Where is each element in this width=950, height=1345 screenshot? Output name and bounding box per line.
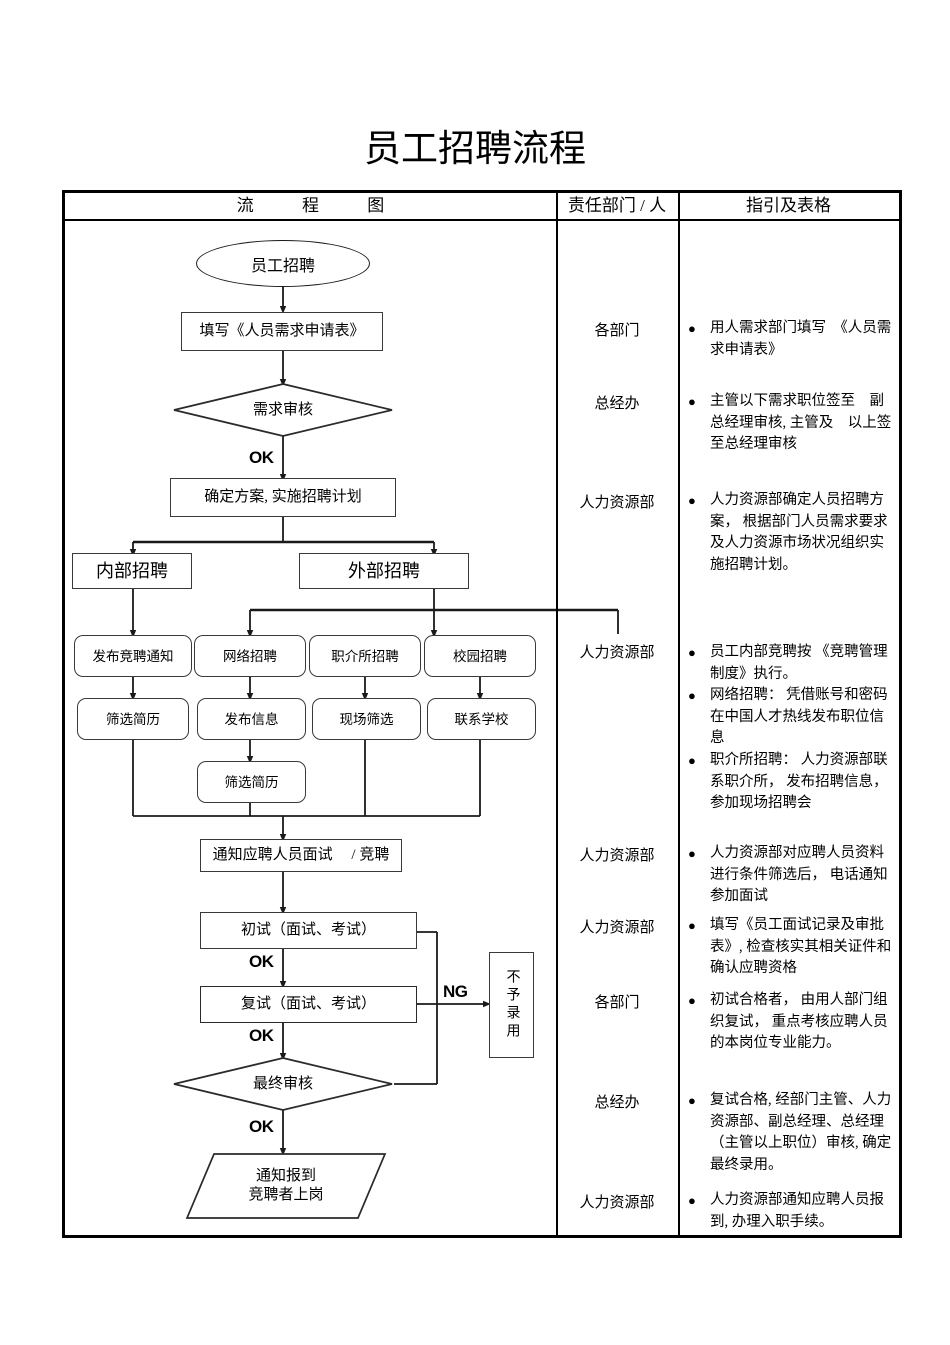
guide-text: 人力资源部对应聘人员资料进行条件筛选后， 电话通知参加面试 — [710, 845, 888, 904]
dept-label-5: 人力资源部 — [579, 848, 655, 864]
flow-node-onsite-screening[interactable]: 现场筛选 — [312, 698, 421, 740]
column-divider-1 — [556, 193, 558, 1235]
flow-node-online-recruit[interactable]: 网络招聘 — [194, 635, 306, 677]
flow-node-confirm-plan[interactable]: 确定方案, 实施招聘计划 — [170, 478, 396, 517]
flow-node-label: 发布竞聘通知 — [92, 648, 174, 664]
flow-node-label: 员工招聘 — [250, 257, 315, 275]
guide-text: 网络招聘： 凭借账号和密码在中国人才热线发布职位信息 — [710, 687, 888, 746]
bullet-icon: ● — [688, 688, 696, 703]
guide-text: 员工内部竞聘按 《竞聘管理制度》执行。 — [710, 644, 888, 682]
flow-node-start[interactable]: 员工招聘 — [196, 240, 370, 287]
column-header-guide: 指引及表格 — [746, 196, 831, 215]
dept-label-9: 人力资源部 — [579, 1195, 655, 1211]
flow-node-invite-interview[interactable]: 通知应聘人员面试 / 竞聘 — [200, 839, 402, 872]
bullet-icon: ● — [688, 645, 696, 660]
guide-item-10: ● 复试合格, 经部门主管、人力资源部、副总经理、总经理（主管以上职位）审核, … — [688, 1090, 898, 1176]
flow-node-label: 职介所招聘 — [331, 648, 399, 664]
flow-decision-demand-review[interactable] — [172, 383, 394, 437]
guide-text: 复试合格, 经部门主管、人力资源部、副总经理、总经理（主管以上职位）审核, 确定… — [710, 1092, 892, 1173]
guide-item-11: ● 人力资源部通知应聘人员报到, 办理入职手续。 — [688, 1190, 898, 1233]
flow-node-label: 填写《人员需求申请表》 — [199, 323, 365, 339]
dept-label-1: 各部门 — [594, 323, 640, 339]
flow-node-label: 通知应聘人员面试 / 竞聘 — [212, 847, 390, 863]
flow-node-internal-recruit[interactable]: 内部招聘 — [72, 553, 192, 589]
edge-label-ok-4: OK — [249, 1117, 274, 1136]
guide-item-8: ● 填写《员工面试记录及审批表》, 检查核实其相关证件和确认应聘资格 — [688, 915, 898, 980]
bullet-icon: ● — [688, 321, 696, 336]
guide-text: 用人需求部门填写 《人员需求申请表》 — [710, 320, 892, 358]
dept-label-8: 总经办 — [594, 1095, 640, 1111]
flow-node-label: 确定方案, 实施招聘计划 — [204, 489, 362, 505]
flow-node-screen-resume-online[interactable]: 筛选简历 — [197, 761, 306, 803]
flow-node-label: 联系学校 — [454, 711, 509, 727]
flow-node-second-interview[interactable]: 复试（面试、考试） — [200, 986, 417, 1023]
edge-label-ng: NG — [443, 982, 468, 1001]
bullet-icon: ● — [688, 918, 696, 933]
guide-item-6: ● 职介所招聘： 人力资源部联系职介所， 发布招聘信息， 参加现场招聘会 — [688, 750, 898, 815]
bullet-icon: ● — [688, 493, 696, 508]
guide-text: 职介所招聘： 人力资源部联系职介所， 发布招聘信息， 参加现场招聘会 — [710, 752, 888, 811]
flow-node-label: 发布信息 — [224, 711, 279, 727]
bullet-icon: ● — [688, 394, 696, 409]
flow-node-label: 外部招聘 — [348, 560, 420, 581]
guide-item-1: ● 用人需求部门填写 《人员需求申请表》 — [688, 318, 898, 361]
flow-node-report-duty[interactable] — [185, 1153, 387, 1219]
dept-label-3: 人力资源部 — [579, 495, 655, 511]
flow-node-label: 不予录用 — [504, 969, 520, 1041]
edge-label-ok-2: OK — [249, 952, 274, 971]
guide-item-4: ● 员工内部竞聘按 《竞聘管理制度》执行。 — [688, 642, 898, 685]
flow-node-label: 筛选简历 — [106, 711, 160, 727]
flow-node-publish-info[interactable]: 发布信息 — [197, 698, 306, 740]
guide-text: 人力资源部确定人员招聘方案， 根据部门人员需求要求及人力资源市场状况组织实施招聘… — [710, 492, 888, 573]
table-header-row: 流 程 图 责任部门 / 人 指引及表格 — [65, 193, 899, 221]
edge-label-ok-3: OK — [249, 1026, 274, 1045]
flow-node-campus-recruit[interactable]: 校园招聘 — [424, 635, 536, 677]
guide-text: 主管以下需求职位签至 副总经理审核, 主管及 以上签至总经理审核 — [710, 393, 892, 452]
column-header-flow: 流 程 图 — [236, 196, 407, 215]
flow-node-external-recruit[interactable]: 外部招聘 — [299, 553, 469, 589]
flow-node-label: 复试（面试、考试） — [240, 996, 376, 1012]
guide-text: 初试合格者， 由用人部门组织复试， 重点考核应聘人员的本岗位专业能力。 — [710, 992, 888, 1051]
flow-node-label: 校园招聘 — [453, 648, 507, 664]
flow-node-not-hired[interactable]: 不予录用 — [489, 952, 534, 1058]
column-divider-2 — [678, 193, 680, 1235]
flow-node-contact-school[interactable]: 联系学校 — [427, 698, 536, 740]
flow-node-publish-competition-notice[interactable]: 发布竞聘通知 — [74, 635, 192, 677]
dept-label-4: 人力资源部 — [579, 645, 655, 661]
guide-item-5: ● 网络招聘： 凭借账号和密码在中国人才热线发布职位信息 — [688, 685, 898, 750]
flow-decision-final-review[interactable] — [172, 1057, 394, 1111]
guide-item-3: ● 人力资源部确定人员招聘方案， 根据部门人员需求要求及人力资源市场状况组织实施… — [688, 490, 898, 576]
page-title: 员工招聘流程 — [364, 129, 586, 170]
bullet-icon: ● — [688, 993, 696, 1008]
flow-node-label: 现场筛选 — [339, 711, 394, 727]
flow-node-label: 网络招聘 — [223, 648, 277, 664]
guide-item-2: ● 主管以下需求职位签至 副总经理审核, 主管及 以上签至总经理审核 — [688, 391, 898, 456]
flow-node-label: 初试（面试、考试） — [240, 922, 376, 938]
bullet-icon: ● — [688, 1193, 696, 1208]
edge-label-ok-1: OK — [249, 448, 274, 467]
flow-node-screen-resume-internal[interactable]: 筛选简历 — [77, 698, 189, 740]
bullet-icon: ● — [688, 1093, 696, 1108]
column-header-dept: 责任部门 / 人 — [567, 196, 667, 215]
flow-node-label: 内部招聘 — [96, 560, 168, 581]
guide-item-7: ● 人力资源部对应聘人员资料进行条件筛选后， 电话通知参加面试 — [688, 843, 898, 908]
guide-text: 人力资源部通知应聘人员报到, 办理入职手续。 — [710, 1192, 884, 1230]
dept-label-7: 各部门 — [594, 995, 640, 1011]
flow-node-label: 筛选简历 — [224, 774, 279, 790]
bullet-icon: ● — [688, 846, 696, 861]
flow-node-first-interview[interactable]: 初试（面试、考试） — [200, 912, 417, 949]
dept-label-6: 人力资源部 — [579, 920, 655, 936]
process-table: 流 程 图 责任部门 / 人 指引及表格 各部门 总经办 人力资源部 人力资源部… — [62, 190, 902, 1238]
guide-text: 填写《员工面试记录及审批表》, 检查核实其相关证件和确认应聘资格 — [710, 917, 892, 976]
dept-label-2: 总经办 — [594, 396, 640, 412]
flow-node-agency-recruit[interactable]: 职介所招聘 — [309, 635, 421, 677]
bullet-icon: ● — [688, 753, 696, 768]
flow-node-fill-request-form[interactable]: 填写《人员需求申请表》 — [181, 312, 383, 351]
guide-item-9: ● 初试合格者， 由用人部门组织复试， 重点考核应聘人员的本岗位专业能力。 — [688, 990, 898, 1055]
